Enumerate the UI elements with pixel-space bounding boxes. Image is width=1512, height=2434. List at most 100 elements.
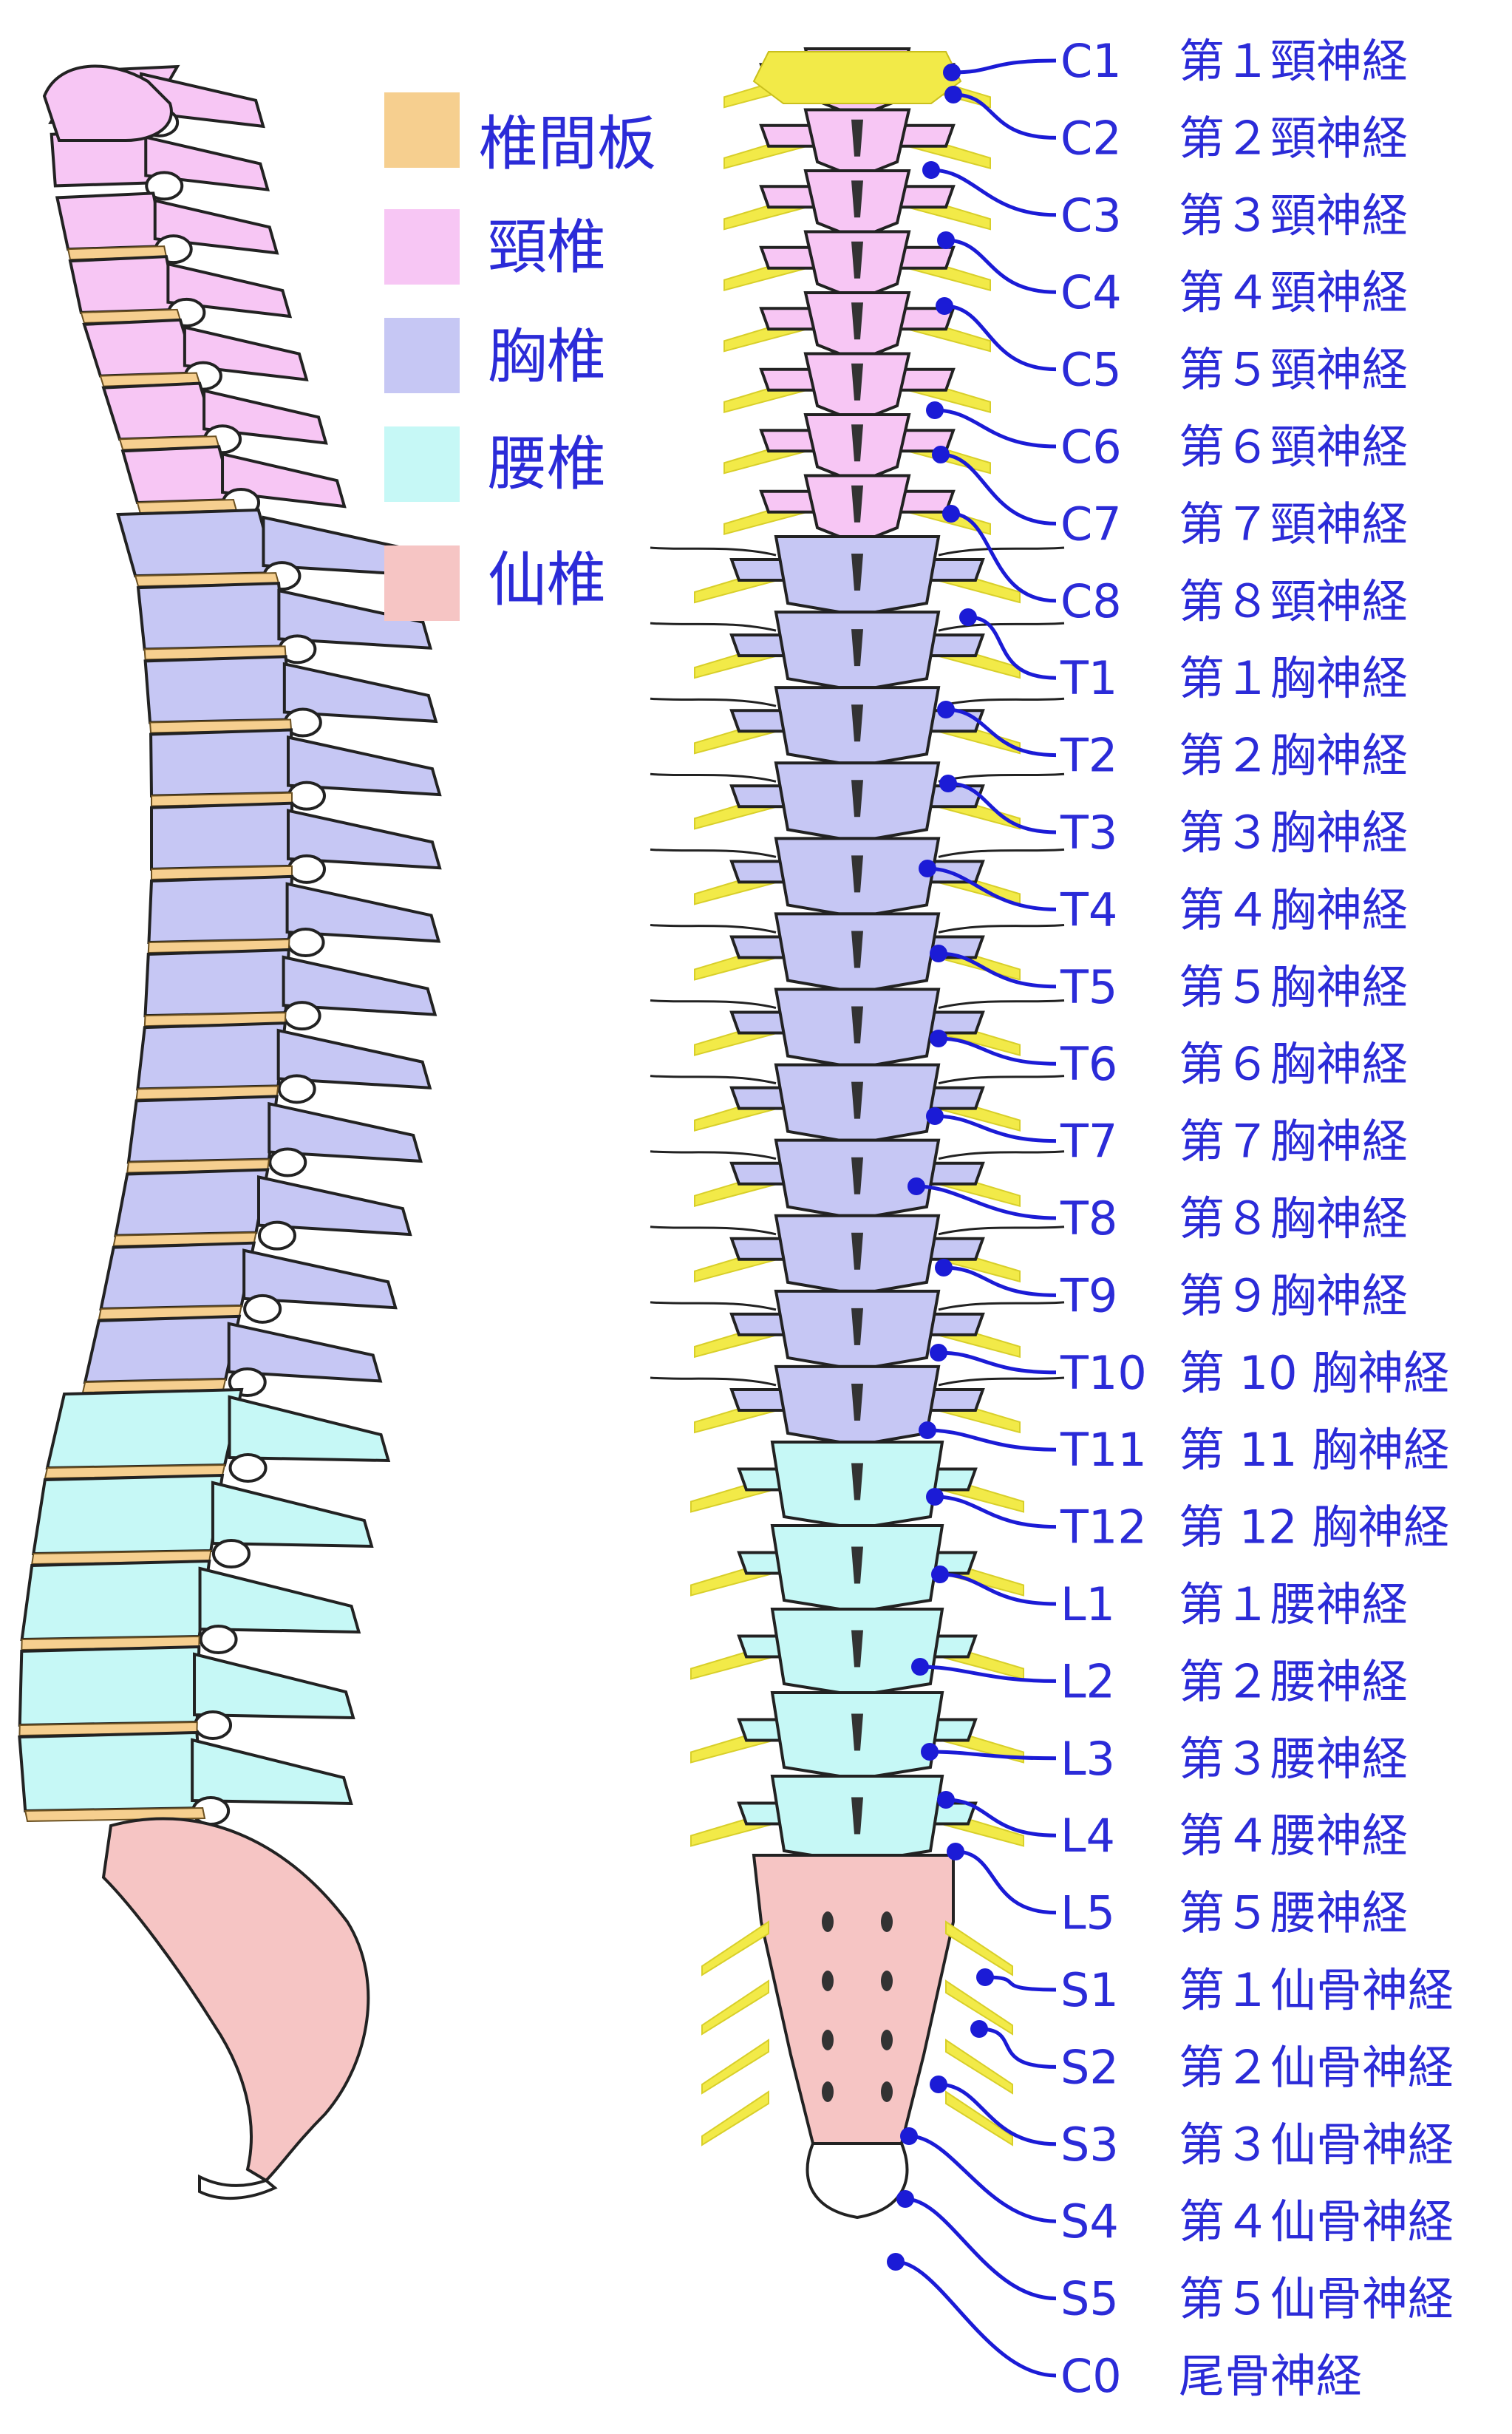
lateral-facet — [231, 1455, 266, 1481]
nerve-code-s4: S4 — [1060, 2195, 1119, 2248]
lateral-vertebral-body — [84, 320, 197, 376]
rib-line — [650, 548, 776, 555]
leader-dot-t3 — [939, 775, 957, 792]
nerve-code-s3: S3 — [1060, 2118, 1119, 2172]
nerve-code-t11: T11 — [1060, 1423, 1147, 1477]
leader-dot-t5 — [930, 945, 947, 962]
lateral-vertebral-body — [22, 1561, 210, 1639]
leader-dot-c8 — [942, 505, 960, 523]
legend-swatch-lumbar — [384, 426, 460, 502]
nerve-labels: C1第１頸神経C2第２頸神経C3第３頸神経C4第４頸神経C5第５頸神経C6第６頸… — [1060, 34, 1454, 2403]
leader-dot-s5 — [896, 2190, 914, 2208]
sacral-nerve-root — [702, 1981, 769, 2034]
legend-label-disc: 椎間板 — [479, 109, 656, 178]
lateral-spinous-process — [230, 1397, 389, 1461]
sacral-nerve-root — [702, 2040, 769, 2093]
leader-dot-t8 — [907, 1177, 925, 1195]
lateral-facet — [245, 1296, 280, 1322]
nerve-code-t4: T4 — [1060, 883, 1117, 936]
sacral-foramen — [881, 1911, 893, 1932]
nerve-name-s2: 第２仙骨神経 — [1179, 2040, 1454, 2094]
nerve-name-l4: 第４腰神経 — [1179, 1809, 1408, 1863]
leader-dot-c2 — [944, 86, 962, 103]
sacral-nerve-root — [946, 2092, 1012, 2145]
leader-dot-l2 — [911, 1658, 929, 1676]
sacral-foramen — [822, 2081, 834, 2102]
sacral-nerve-root — [946, 2040, 1012, 2093]
lateral-facet — [195, 1712, 231, 1738]
posterior-coccyx — [808, 2144, 907, 2217]
leader-dot-l5 — [947, 1843, 964, 1860]
leader-line-l5 — [956, 1852, 1056, 1913]
lateral-vertebral-body — [145, 950, 288, 1016]
leader-line-c6 — [935, 410, 1056, 446]
rib-line — [939, 1152, 1064, 1159]
lateral-vertebral-body — [33, 1475, 222, 1554]
lateral-facet — [289, 856, 324, 883]
lateral-spinous-process — [192, 1740, 351, 1804]
rib-line — [939, 1001, 1064, 1008]
leader-dot-t2 — [937, 701, 955, 718]
leader-line-s1 — [985, 1977, 1056, 1990]
legend-swatch-sacral — [384, 545, 460, 621]
lateral-vertebral-body — [138, 583, 285, 649]
nerve-code-t6: T6 — [1060, 1037, 1117, 1091]
leader-line-t10 — [939, 1353, 1056, 1373]
lateral-vertebral-body — [151, 730, 292, 796]
nerve-name-s5: 第５仙骨神経 — [1179, 2272, 1454, 2326]
leader-dot-l3 — [921, 1743, 939, 1761]
lateral-facet — [259, 1223, 295, 1249]
nerve-name-s1: 第１仙骨神経 — [1179, 1963, 1454, 2017]
legend-label-thoracic: 胸椎 — [488, 322, 606, 391]
nerve-code-l5: L5 — [1060, 1886, 1115, 1940]
nerve-code-t9: T9 — [1060, 1268, 1117, 1322]
nerve-code-t12: T12 — [1060, 1500, 1147, 1554]
legend: 椎間板 頸椎 胸椎 腰椎 仙椎 — [384, 92, 656, 621]
nerve-name-c0: 尾骨神経 — [1179, 2349, 1362, 2403]
sacral-foramen — [822, 1911, 834, 1932]
leader-dot-c0 — [887, 2253, 905, 2271]
lateral-vertebral-body — [146, 656, 290, 722]
legend-swatch-disc — [384, 92, 460, 168]
nerve-name-s3: 第３仙骨神経 — [1179, 2118, 1454, 2172]
lateral-vertebral-body — [151, 803, 292, 869]
rib-line — [939, 1302, 1064, 1310]
rib-line — [650, 698, 776, 706]
nerve-code-l3: L3 — [1060, 1732, 1115, 1786]
leader-line-s2 — [979, 2029, 1056, 2067]
sacral-nerve-root — [702, 1922, 769, 1975]
legend-item-disc: 椎間板 — [384, 92, 656, 178]
nerve-name-c6: 第６頸神経 — [1179, 420, 1408, 474]
leader-dot-s1 — [976, 1968, 994, 1986]
sacral-foramen — [881, 2030, 893, 2050]
nerve-code-c2: C2 — [1060, 111, 1122, 165]
lateral-vertebral-body — [149, 877, 292, 942]
nerve-code-c5: C5 — [1060, 343, 1122, 397]
nerve-name-t2: 第２胸神経 — [1179, 729, 1408, 783]
leader-dot-c3 — [922, 161, 940, 179]
rib-line — [939, 1227, 1064, 1234]
lateral-facet — [279, 1075, 315, 1102]
nerve-code-t3: T3 — [1060, 806, 1117, 860]
leader-dot-c1 — [943, 64, 961, 81]
lateral-vertebral-body — [101, 1243, 254, 1309]
leader-dot-s2 — [970, 2020, 988, 2038]
leader-dot-t7 — [926, 1107, 944, 1125]
lateral-facet — [289, 783, 324, 809]
nerve-code-s2: S2 — [1060, 2040, 1119, 2094]
legend-label-cervical: 頸椎 — [488, 213, 606, 282]
sacral-foramen — [881, 1971, 893, 1991]
rib-line — [939, 548, 1064, 555]
rib-line — [650, 1302, 776, 1310]
nerve-name-t8: 第８胸神経 — [1179, 1191, 1408, 1245]
sacral-foramen — [822, 2030, 834, 2050]
nerve-name-l1: 第１腰神経 — [1179, 1577, 1408, 1631]
nerve-code-t8: T8 — [1060, 1191, 1117, 1245]
nerve-name-c1: 第１頸神経 — [1179, 34, 1408, 88]
rib-line — [939, 623, 1064, 630]
legend-swatch-cervical — [384, 209, 460, 285]
nerve-name-l2: 第２腰神経 — [1179, 1654, 1408, 1708]
nerve-code-l1: L1 — [1060, 1577, 1115, 1631]
rib-line — [650, 1001, 776, 1008]
lateral-spine-view — [19, 67, 440, 2199]
